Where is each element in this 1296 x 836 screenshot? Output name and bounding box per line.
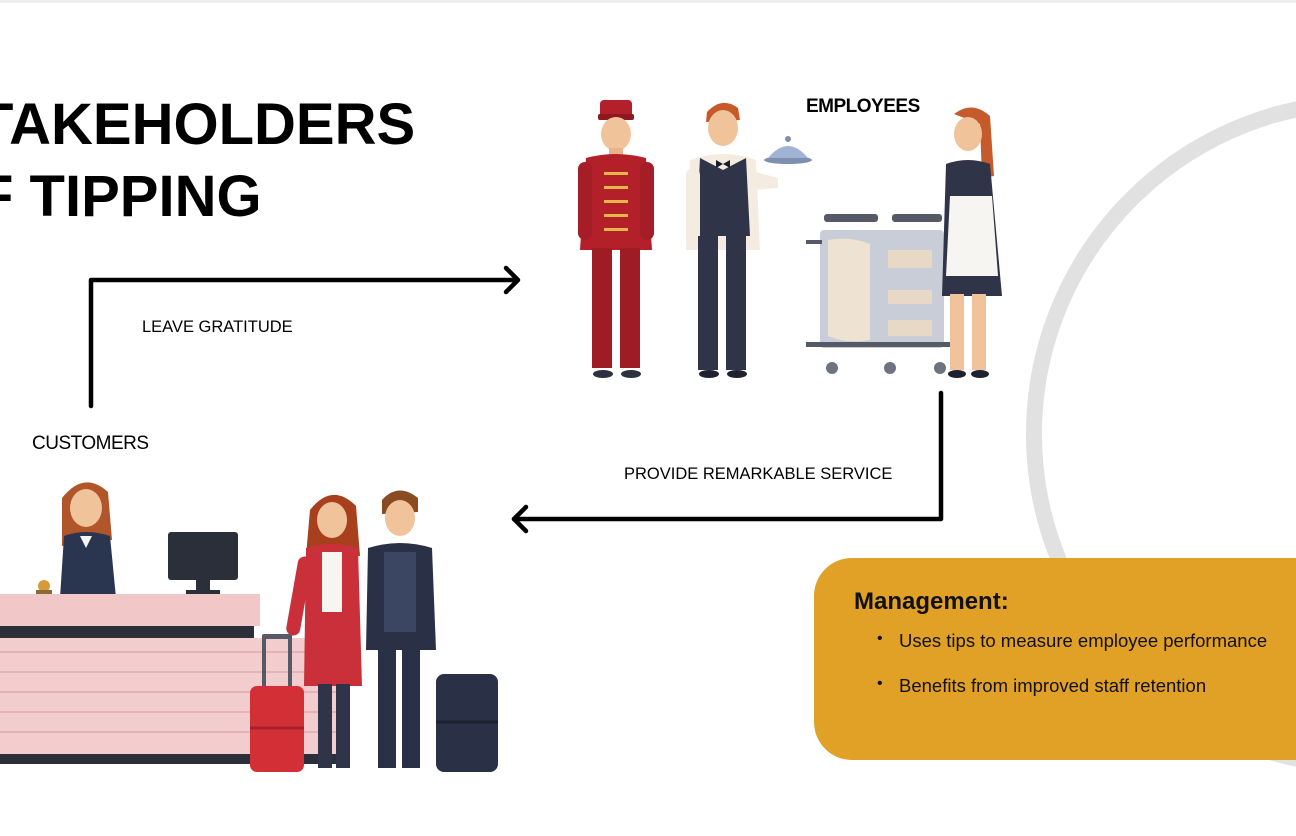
management-bullet-text: Uses tips to measure employee performanc…: [899, 630, 1268, 651]
management-bullet: • Uses tips to measure employee performan…: [877, 630, 1296, 652]
top-rule: [0, 0, 1296, 3]
management-title: Management:: [854, 588, 1009, 615]
management-bullet-text: Benefits from improved staff retention: [899, 675, 1207, 696]
arrow-provide-service: [511, 390, 944, 534]
slide-title-line-1: TAKEHOLDERS: [0, 92, 416, 157]
management-bullet-list: • Uses tips to measure employee performan…: [854, 630, 1296, 697]
bellhop-illustration: [578, 100, 654, 378]
management-bullet: • Benefits from improved staff retention: [877, 675, 1296, 697]
guests-illustration: [250, 490, 498, 772]
arrow-leave-gratitude: [88, 265, 521, 409]
provide-service-label: PROVIDE REMARKABLE SERVICE: [624, 465, 893, 483]
housekeeper-illustration: [806, 107, 1002, 378]
employees-label: EMPLOYEES: [806, 96, 920, 117]
leave-gratitude-label: LEAVE GRATITUDE: [142, 318, 293, 336]
slide-title-line-2: F TIPPING: [0, 164, 262, 229]
bullet-dot: •: [877, 630, 883, 647]
management-callout: Management: • Uses tips to measure employ…: [814, 558, 1296, 760]
waiter-illustration: [686, 102, 812, 378]
customers-label: CUSTOMERS: [32, 433, 149, 454]
bullet-dot: •: [877, 675, 883, 692]
